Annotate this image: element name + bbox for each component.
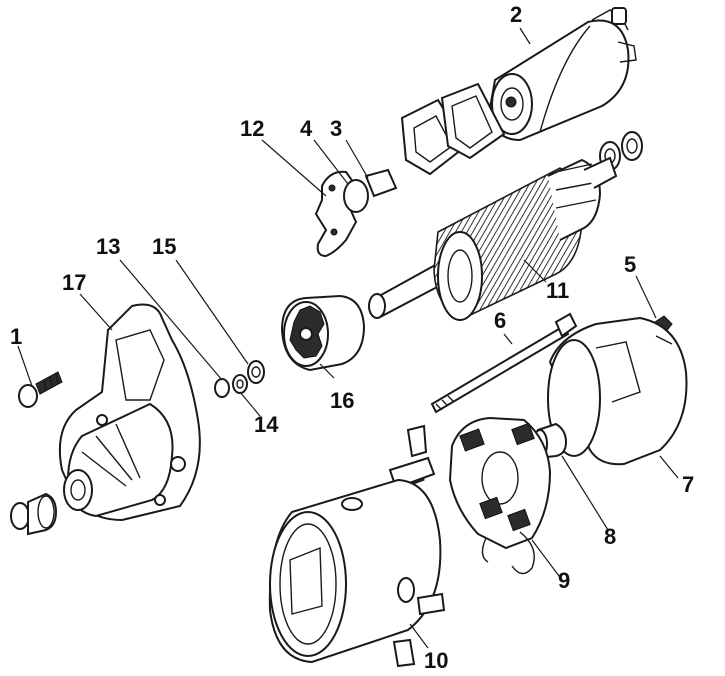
callout-14: 14 xyxy=(254,412,279,437)
callout-5: 5 xyxy=(624,252,637,277)
callout-4: 4 xyxy=(300,116,313,141)
pinion-clutch-part xyxy=(280,294,366,372)
front-housing-part xyxy=(58,303,201,522)
armature-part xyxy=(368,156,618,321)
solenoid-part xyxy=(488,7,637,142)
yoke-part xyxy=(268,478,446,668)
callout-3: 3 xyxy=(330,116,343,141)
stop-rings xyxy=(214,360,265,398)
leader-lines xyxy=(17,27,679,649)
callout-12: 12 xyxy=(240,116,265,141)
callout-7: 7 xyxy=(682,472,695,497)
callout-8: 8 xyxy=(604,524,617,549)
callout-1: 1 xyxy=(10,324,23,349)
callout-2: 2 xyxy=(510,2,523,27)
callout-17: 17 xyxy=(62,270,87,295)
through-bolt-part xyxy=(430,312,578,414)
callout-10: 10 xyxy=(424,648,449,673)
rear-cover-part xyxy=(547,316,688,466)
front-bushing xyxy=(10,492,58,536)
callout-15: 15 xyxy=(152,234,177,259)
brush-holder-part xyxy=(448,416,552,575)
gasket-plates xyxy=(400,82,506,176)
callout-6: 6 xyxy=(494,308,507,333)
callout-11: 11 xyxy=(546,278,570,303)
seal-and-plate xyxy=(343,168,398,213)
callout-9: 9 xyxy=(558,568,571,593)
callout-13: 13 xyxy=(96,234,121,259)
bolt-part xyxy=(18,371,63,408)
callout-16: 16 xyxy=(330,388,355,413)
insulator-pieces xyxy=(388,424,436,490)
